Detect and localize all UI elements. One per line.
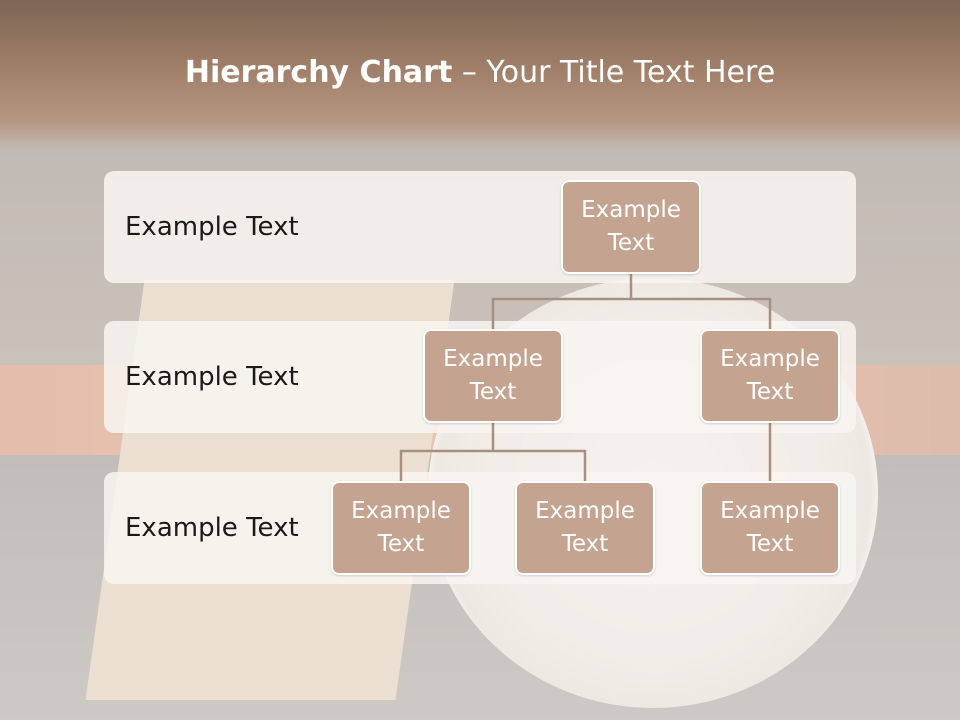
node-root[interactable]: Example Text: [561, 180, 701, 274]
node-level2-right-text: Example Text: [720, 346, 820, 405]
node-level3-a[interactable]: Example Text: [331, 481, 471, 575]
slide-title: Hierarchy Chart – Your Title Text Here: [0, 55, 960, 90]
node-level2-right[interactable]: Example Text: [700, 329, 840, 423]
title-bold: Hierarchy Chart: [184, 55, 453, 90]
node-level2-left[interactable]: Example Text: [423, 329, 563, 423]
title-rest: – Your Title Text Here: [452, 55, 776, 90]
node-level3-b-text: Example Text: [535, 498, 635, 557]
level-label-2: Example Text: [125, 362, 299, 392]
node-root-text: Example Text: [581, 197, 681, 256]
level-band-1: Example Text: [104, 171, 856, 283]
level-label-1: Example Text: [125, 212, 299, 242]
node-level3-b[interactable]: Example Text: [515, 481, 655, 575]
title-bar: Hierarchy Chart – Your Title Text Here: [0, 0, 960, 150]
node-level3-a-text: Example Text: [351, 498, 451, 557]
level-label-3: Example Text: [125, 513, 299, 543]
node-level3-c[interactable]: Example Text: [700, 481, 840, 575]
node-level2-left-text: Example Text: [443, 346, 543, 405]
node-level3-c-text: Example Text: [720, 498, 820, 557]
